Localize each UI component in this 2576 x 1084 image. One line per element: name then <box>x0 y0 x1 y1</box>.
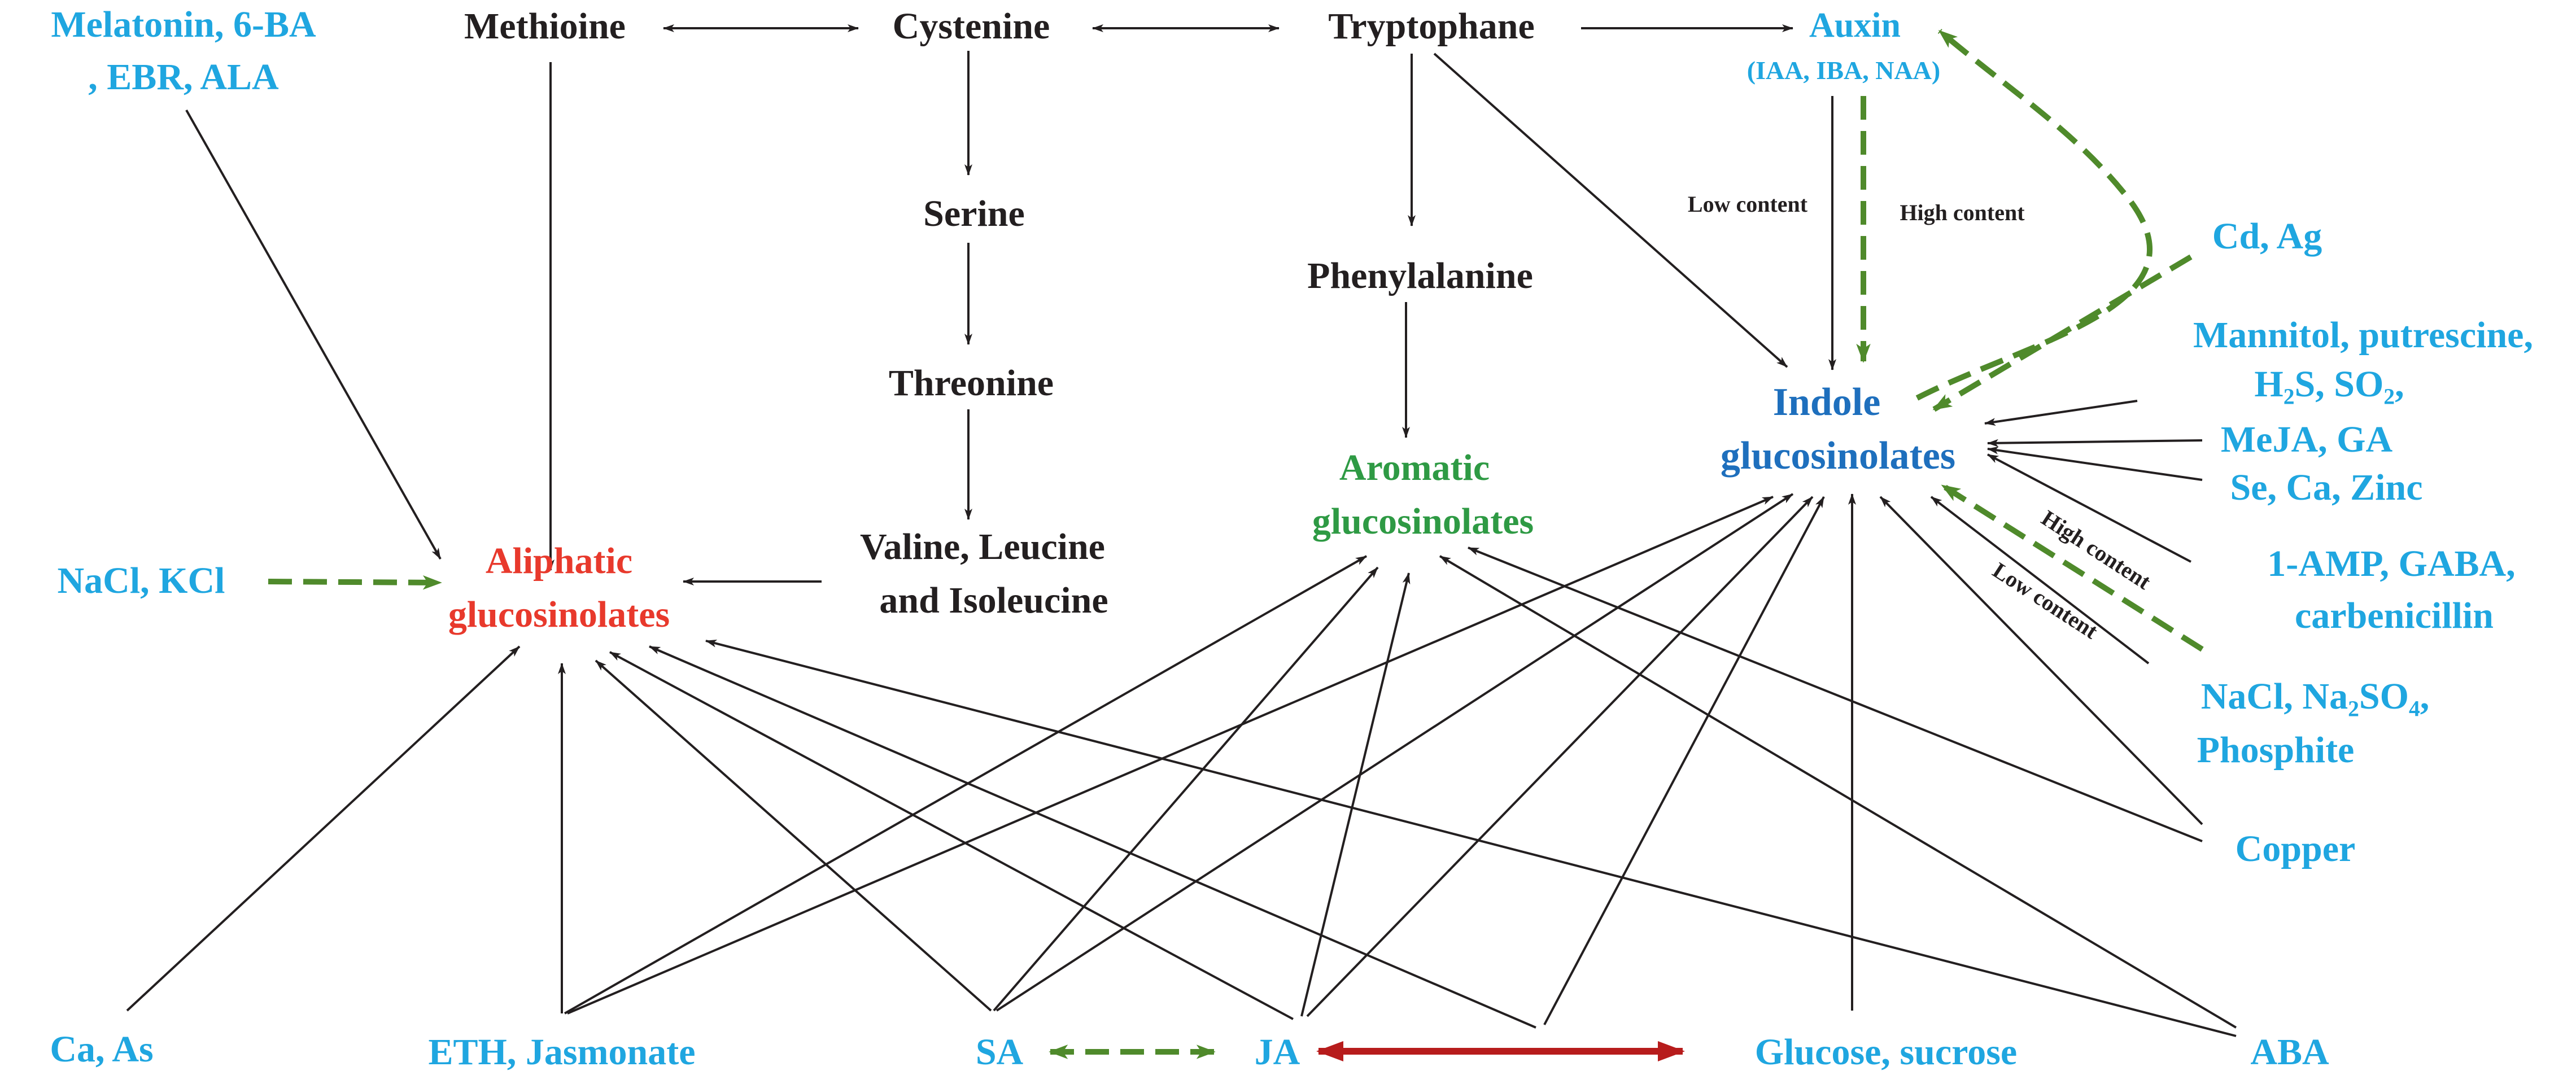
node-cd-ag: Cd, Ag <box>2212 216 2322 257</box>
node-auxin: Auxin <box>1809 6 1901 45</box>
node-valine-line2: and Isoleucine <box>879 580 1108 621</box>
node-amp-line2: carbenicillin <box>2295 595 2494 636</box>
node-aromatic-line2: glucosinolates <box>1312 501 1534 542</box>
edge-caas-aliphatic <box>126 645 521 1012</box>
edge-cdag-indole <box>1932 254 2193 412</box>
node-aliphatic-line2: glucosinolates <box>448 594 670 635</box>
node-mannitol-line1: Mannitol, putrescine, <box>2193 314 2533 356</box>
edge-indole-auxin-feedback <box>1915 29 2153 401</box>
arrows-layer <box>126 24 2237 1037</box>
node-phenylalanine: Phenylalanine <box>1307 255 1533 296</box>
node-aliphatic-line1: Aliphatic <box>486 540 632 582</box>
node-tryptophane: Tryptophane <box>1328 6 1535 47</box>
edge-sa-aliphatic <box>595 659 992 1012</box>
node-copper: Copper <box>2236 828 2356 869</box>
node-mannitol-line2: H₂S, SO₂, <box>2254 364 2404 405</box>
node-auxin-sub: (IAA, IBA, NAA) <box>1747 56 1940 85</box>
edge-glucose-aliphatic <box>649 645 1536 1029</box>
node-glucose-sucrose: Glucose, sucrose <box>1755 1031 2017 1073</box>
edge-nacl-kcl-aliphatic <box>268 575 442 590</box>
edge-ja-aromatic <box>1300 572 1411 1017</box>
edge-eth-aromatic <box>564 555 1367 1015</box>
node-indole-line1: Indole <box>1773 381 1881 424</box>
node-sa: SA <box>976 1031 1024 1073</box>
node-cystenine: Cystenine <box>893 6 1050 47</box>
node-se-ca-zinc: Se, Ca, Zinc <box>2230 467 2422 508</box>
node-meja-ga: MeJA, GA <box>2221 419 2393 460</box>
node-amp-line1: 1-AMP, GABA, <box>2267 543 2515 584</box>
edge-eth-indole <box>567 496 1774 1015</box>
edge-meja-indole <box>1987 439 2203 447</box>
node-eth-jasmonate: ETH, Jasmonate <box>428 1031 695 1073</box>
edge-aba-aromatic <box>1439 555 2237 1029</box>
edge-label-auxin-high: High content <box>1900 200 2025 225</box>
edge-amp-indole <box>1987 453 2191 563</box>
node-aba: ABA <box>2250 1031 2329 1073</box>
node-serine: Serine <box>923 193 1025 234</box>
labels-layer: Melatonin, 6-BA , EBR, ALA Methioine Cys… <box>50 4 2533 1073</box>
node-threonine: Threonine <box>889 362 1054 404</box>
node-nacl-na2so4-line1: NaCl, Na₂SO₄, <box>2201 676 2429 717</box>
edge-label-salt-low: Low content <box>1988 557 2103 644</box>
edge-copper-indole <box>1879 496 2203 825</box>
edge-copper-aromatic <box>1468 547 2203 842</box>
edge-ja-indole <box>1306 496 1814 1017</box>
node-ca-as: Ca, As <box>50 1029 153 1070</box>
node-nacl-kcl: NaCl, KCl <box>58 560 225 601</box>
edge-ja-aliphatic <box>609 651 1294 1020</box>
node-ja: JA <box>1255 1031 1300 1073</box>
node-nacl-na2so4-line2: Phosphite <box>2197 729 2355 771</box>
edge-melatonin-aliphatic <box>185 110 442 560</box>
edge-se-indole <box>1987 446 2203 481</box>
edge-sa-aromatic <box>993 566 1379 1012</box>
node-indole-line2: glucosinolates <box>1721 434 1955 478</box>
edge-salt-indole-low <box>1930 496 2150 665</box>
edge-mannitol-indole <box>1984 400 2138 426</box>
edge-aba-aliphatic <box>705 639 2237 1037</box>
dashed-arrows-layer <box>268 29 2204 1059</box>
edge-label-auxin-low: Low content <box>1688 191 1808 217</box>
node-melatonin-line1: Melatonin, 6-BA <box>51 4 316 45</box>
edge-sa-indole <box>996 493 1794 1012</box>
edge-glucose-indole <box>1543 496 1825 1025</box>
edge-salt-indole-high <box>1941 483 2204 652</box>
node-melatonin-line2: , EBR, ALA <box>88 56 279 98</box>
node-methioine: Methioine <box>464 6 626 47</box>
node-valine-line1: Valine, Leucine <box>860 526 1105 567</box>
node-aromatic-line1: Aromatic <box>1339 447 1490 488</box>
edge-tryptophane-indole <box>1433 53 1788 368</box>
